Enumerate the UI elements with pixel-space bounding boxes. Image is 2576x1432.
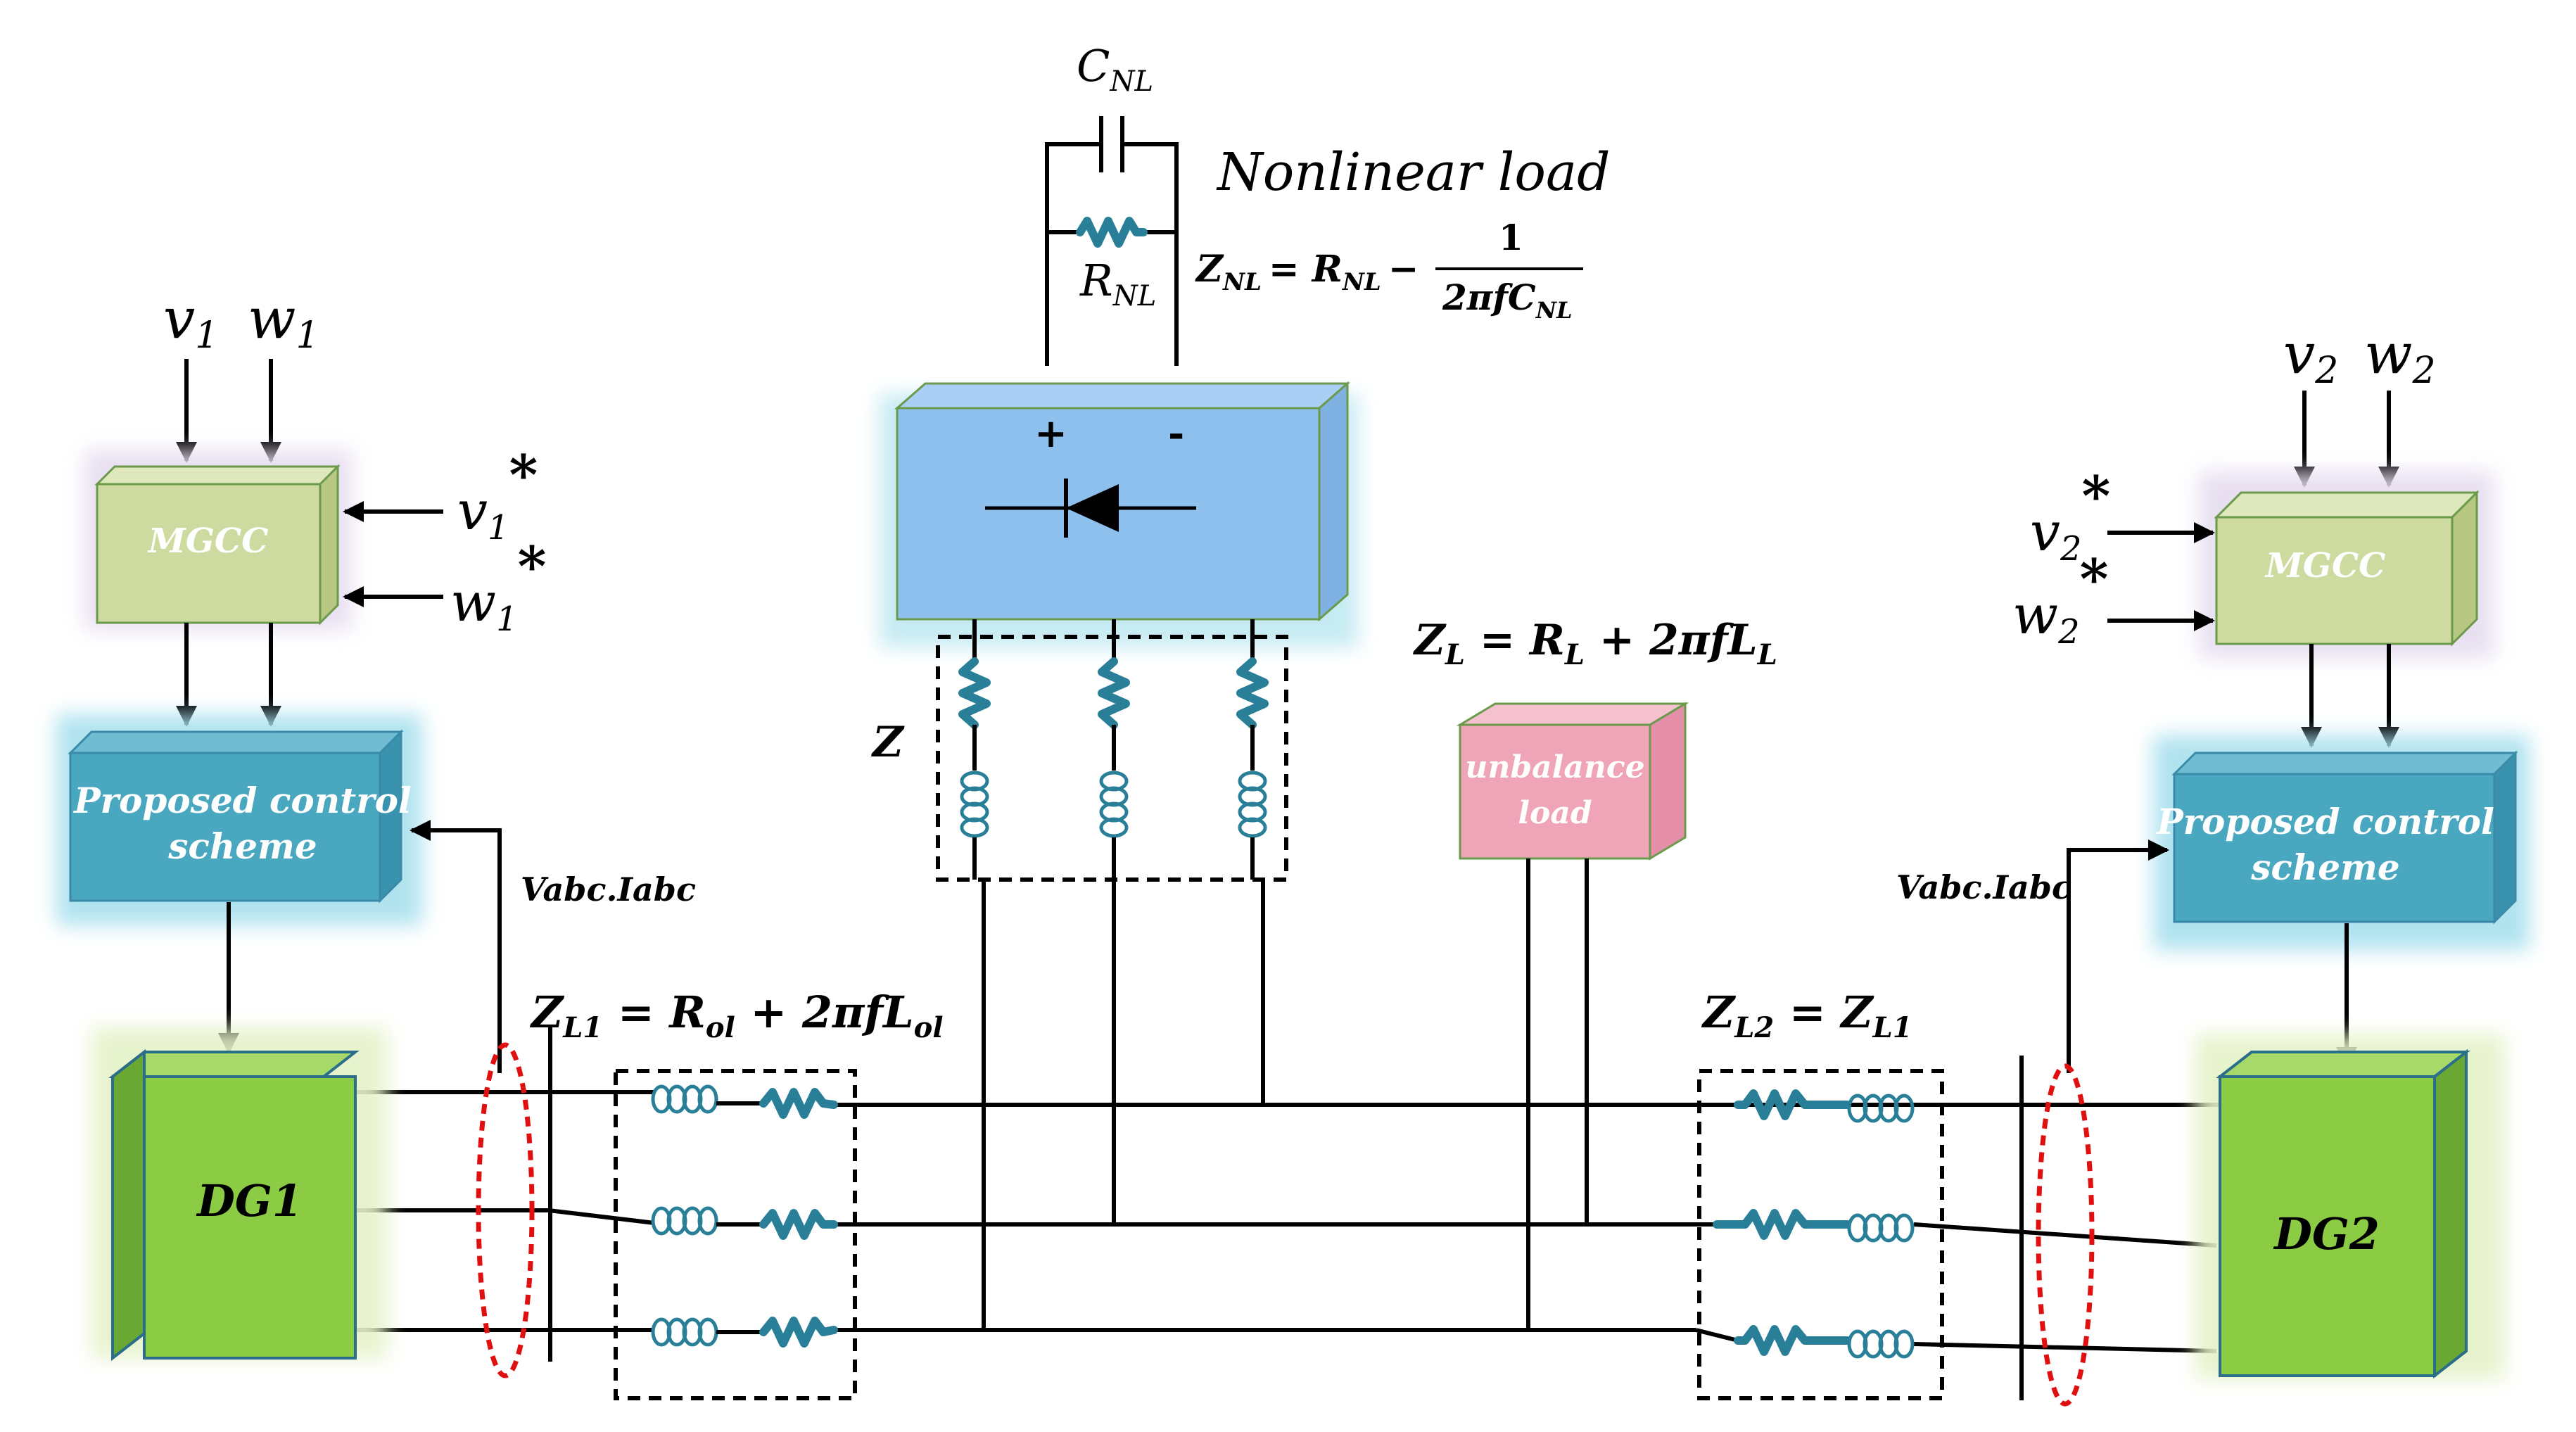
v2-star-input: v2* bbox=[2030, 464, 2110, 569]
measurement-ring-left bbox=[476, 1042, 535, 1379]
z-l1-equation: ZL1 = Rol + 2πfLol bbox=[529, 987, 944, 1044]
dg2-box: DG2 bbox=[2195, 1034, 2505, 1379]
svg-text:MGCC: MGCC bbox=[147, 521, 269, 561]
w2-input: w2 bbox=[2364, 321, 2436, 392]
svg-text:Proposed control: Proposed control bbox=[72, 780, 412, 821]
vabc-label-left: Vabc.Iabc bbox=[521, 870, 696, 908]
svg-text:Proposed control: Proposed control bbox=[2155, 801, 2494, 842]
vabc-label-right: Vabc.Iabc bbox=[1896, 868, 2071, 906]
r-nl-label: RNL bbox=[1079, 255, 1156, 312]
nonlinear-load-title: Nonlinear load bbox=[1216, 142, 1610, 203]
unbalance-load-box: unbalance load bbox=[1456, 702, 1689, 861]
svg-text:scheme: scheme bbox=[2250, 847, 2399, 888]
svg-text:ZNL= RNL−: ZNL= RNL− bbox=[1195, 248, 1419, 296]
w1-input: w1 bbox=[248, 286, 319, 357]
w2-star-input: w2* bbox=[2012, 547, 2108, 652]
z-l1-line-impedance bbox=[614, 1069, 857, 1400]
svg-text:1: 1 bbox=[1499, 217, 1523, 258]
diode-icon bbox=[985, 479, 1196, 538]
z-three-phase-impedance: Z bbox=[871, 619, 1288, 882]
z-nl-equation: ZNL= RNL− 1 2πfCNL bbox=[1195, 217, 1583, 324]
svg-text:MGCC: MGCC bbox=[2264, 546, 2386, 585]
rectifier-box: + - bbox=[880, 381, 1358, 647]
z-l-equation: ZL = RL + 2πfLL bbox=[1413, 616, 1777, 671]
v1-star-input: v1* bbox=[457, 443, 538, 547]
control-scheme-right: Proposed control scheme bbox=[2153, 735, 2530, 950]
svg-text:DG2: DG2 bbox=[2273, 1208, 2380, 1260]
z-l2-equation: ZL2 = ZL1 bbox=[1701, 987, 1912, 1044]
z-l2-line-impedance bbox=[1697, 1069, 1944, 1400]
v2-input: v2 bbox=[2283, 321, 2338, 392]
minus-terminal: - bbox=[1168, 410, 1184, 457]
three-phase-bus bbox=[355, 1090, 2220, 1353]
resistor-rnl bbox=[1076, 217, 1148, 248]
z-label: Z bbox=[871, 718, 905, 767]
measurement-ring-right bbox=[2036, 1063, 2095, 1407]
mgcc-right: MGCC bbox=[2199, 471, 2494, 658]
plus-terminal: + bbox=[1034, 410, 1067, 457]
svg-text:scheme: scheme bbox=[167, 825, 317, 867]
svg-text:2πfCNL: 2πfCNL bbox=[1442, 277, 1572, 324]
c-nl-label: CNL bbox=[1077, 40, 1153, 98]
svg-text:load: load bbox=[1518, 795, 1592, 831]
w1-star-input: w1* bbox=[450, 535, 546, 639]
svg-text:DG1: DG1 bbox=[196, 1175, 303, 1227]
nonlinear-load: CNL RNL Nonlinear load ZNL= RNL− 1 2πfCN… bbox=[1045, 40, 1610, 366]
v1-input: v1 bbox=[163, 286, 218, 357]
dg1-box: DG1 bbox=[91, 1027, 387, 1362]
mgcc-left: MGCC bbox=[84, 450, 352, 630]
control-scheme-left: Proposed control scheme bbox=[56, 714, 422, 925]
svg-text:unbalance: unbalance bbox=[1465, 749, 1644, 785]
